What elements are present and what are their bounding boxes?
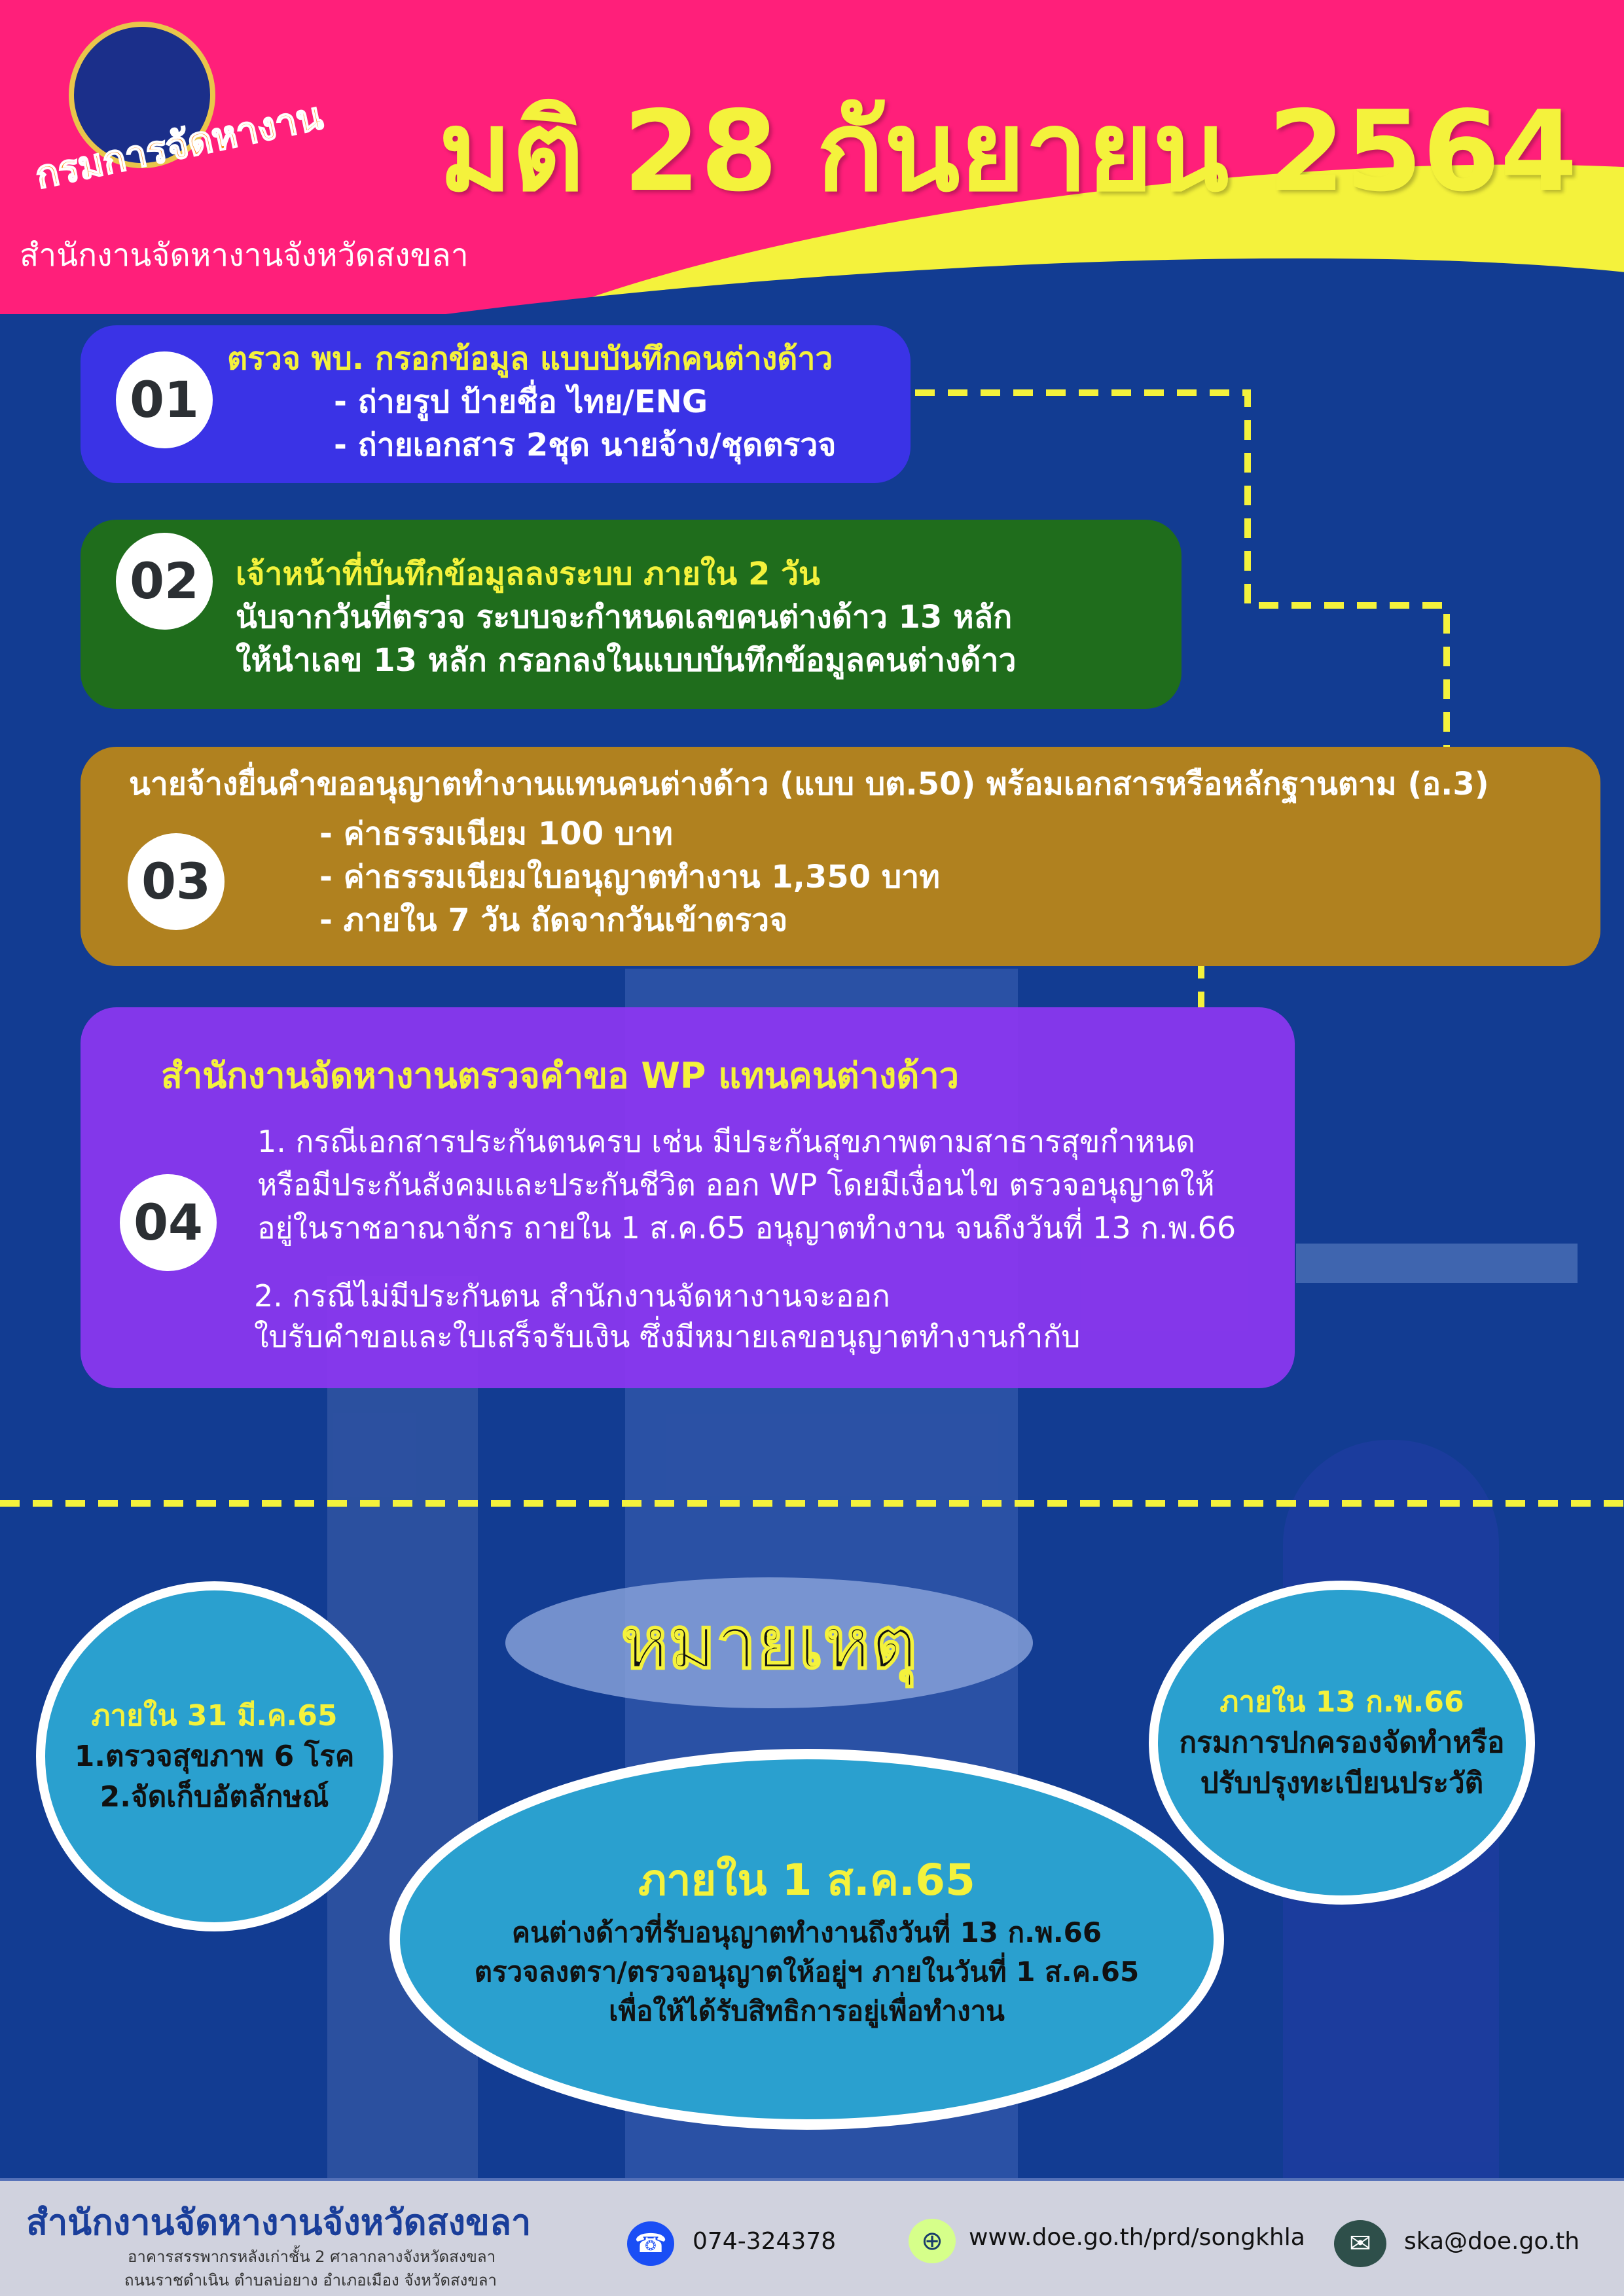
step-line: 2. กรณีไม่มีประกันตน สำนักงานจัดหางานจะอ… — [254, 1278, 890, 1314]
note-line: ตรวจลงตรา/ตรวจอนุญาตให้อยู่ฯ ภายในวันที่… — [474, 1956, 1140, 1988]
step-line: อยู่ในราชอาณาจักร ถายใน 1 ส.ค.65 อนุญาตท… — [257, 1210, 1236, 1246]
step-heading: นายจ้างยื่นคำขออนุญาตทำงานแทนคนต่างด้าว … — [129, 766, 1489, 802]
footer-address: ถนนราชดำเนิน ตำบลบ่อยาง อำเภอเมือง จังหว… — [124, 2271, 497, 2289]
note-line: กรมการปกครองจัดทำหรือ — [1179, 1725, 1505, 1759]
step-line: - ค่าธรรมเนียม 100 บาท — [319, 816, 673, 852]
page-title: มติ 28 กันยายน 2564 — [439, 87, 1578, 217]
step-number: 02 — [116, 533, 213, 630]
step-line: - ภายใน 7 วัน ถัดจากวันเข้าตรวจ — [319, 902, 788, 939]
mail-icon: ✉ — [1334, 2220, 1386, 2267]
globe-icon: ⊕ — [909, 2219, 956, 2263]
note-center: ภายใน 1 ส.ค.65 คนต่างด้าวที่รับอนุญาตทำง… — [389, 1749, 1224, 2130]
footer-phone[interactable]: 074-324378 — [693, 2228, 837, 2255]
note-right: ภายใน 13 ก.พ.66 กรมการปกครองจัดทำหรือ ปร… — [1149, 1581, 1535, 1905]
step-line: 1. กรณีเอกสารประกันตนครบ เช่น มีประกันสุ… — [257, 1124, 1195, 1159]
bg-crane — [1296, 1244, 1578, 1283]
step-line: - ถ่ายเอกสาร 2ชุด นายจ้าง/ชุดตรวจ — [334, 427, 837, 463]
footer-website[interactable]: www.doe.go.th/prd/songkhla — [969, 2224, 1305, 2251]
step-number: 04 — [120, 1174, 217, 1271]
note-line: ปรับปรุงทะเบียนประวัติ — [1200, 1766, 1484, 1800]
footer-email[interactable]: ska@doe.go.th — [1404, 2228, 1580, 2255]
step-04: 04 สำนักงานจัดหางานตรวจคำขอ WP แทนคนต่าง… — [81, 1007, 1295, 1388]
phone-icon: ☎ — [627, 2221, 674, 2266]
step-line: ใบรับคำขอและใบเสร็จรับเงิน ซึ่งมีหมายเลข… — [254, 1319, 1081, 1354]
step-heading: สำนักงานจัดหางานตรวจคำขอ WP แทนคนต่างด้า… — [161, 1055, 960, 1096]
step-line: - ถ่ายรูป ป้ายชื่อ ไทย/ENG — [334, 384, 708, 420]
notes-title: หมายเหตุ — [621, 1600, 918, 1685]
note-heading: ภายใน 1 ส.ค.65 — [638, 1855, 975, 1905]
step-line: ให้นำเลข 13 หลัก กรอกลงในแบบบันทึกข้อมูล… — [236, 642, 1017, 679]
step-number: 03 — [128, 833, 225, 930]
note-left: ภายใน 31 มี.ค.65 1.ตรวจสุขภาพ 6 โรค 2.จั… — [36, 1581, 393, 1931]
note-line: เพื่อให้ได้รับสิทธิการอยู่เพื่อทำงาน — [609, 1995, 1005, 2027]
note-heading: ภายใน 13 ก.พ.66 — [1219, 1685, 1464, 1719]
header-banner — [0, 0, 1624, 314]
notes-title-ellipse: หมายเหตุ — [505, 1577, 1033, 1708]
step-02: 02 เจ้าหน้าที่บันทึกข้อมูลลงระบบ ภายใน 2… — [81, 520, 1182, 709]
step-01: 01 ตรวจ พบ. กรอกข้อมูล แบบบันทึกคนต่างด้… — [81, 325, 911, 483]
step-line: นับจากวันที่ตรวจ ระบบจะกำหนดเลขคนต่างด้า… — [236, 599, 1013, 636]
step-line: หรือมีประกันสังคมและประกันชีวิต ออก WP โ… — [257, 1167, 1215, 1202]
note-heading: ภายใน 31 มี.ค.65 — [91, 1698, 338, 1732]
step-heading: เจ้าหน้าที่บันทึกข้อมูลลงระบบ ภายใน 2 วั… — [236, 556, 820, 592]
department-logo — [69, 22, 215, 168]
note-line: 2.จัดเก็บอัตลักษณ์ — [99, 1780, 329, 1814]
step-heading: ตรวจ พบ. กรอกข้อมูล แบบบันทึกคนต่างด้าว — [227, 340, 833, 377]
footer-office: สำนักงานจัดหางานจังหวัดสงขลา — [26, 2202, 532, 2243]
footer-address: อาคารสรรพากรหลังเก่าชั้น 2 ศาลากลางจังหว… — [128, 2248, 496, 2266]
office-name: สำนักงานจัดหางานจังหวัดสงขลา — [20, 237, 469, 274]
footer: สำนักงานจัดหางานจังหวัดสงขลา อาคารสรรพาก… — [0, 2178, 1624, 2296]
note-line: 1.ตรวจสุขภาพ 6 โรค — [74, 1739, 355, 1773]
step-03: 03 นายจ้างยื่นคำขออนุญาตทำงานแทนคนต่างด้… — [81, 747, 1600, 966]
step-number: 01 — [116, 351, 213, 448]
step-line: - ค่าธรรมเนียมใบอนุญาตทำงาน 1,350 บาท — [319, 859, 940, 895]
note-line: คนต่างด้าวที่รับอนุญาตทำงานถึงวันที่ 13 … — [511, 1916, 1102, 1948]
